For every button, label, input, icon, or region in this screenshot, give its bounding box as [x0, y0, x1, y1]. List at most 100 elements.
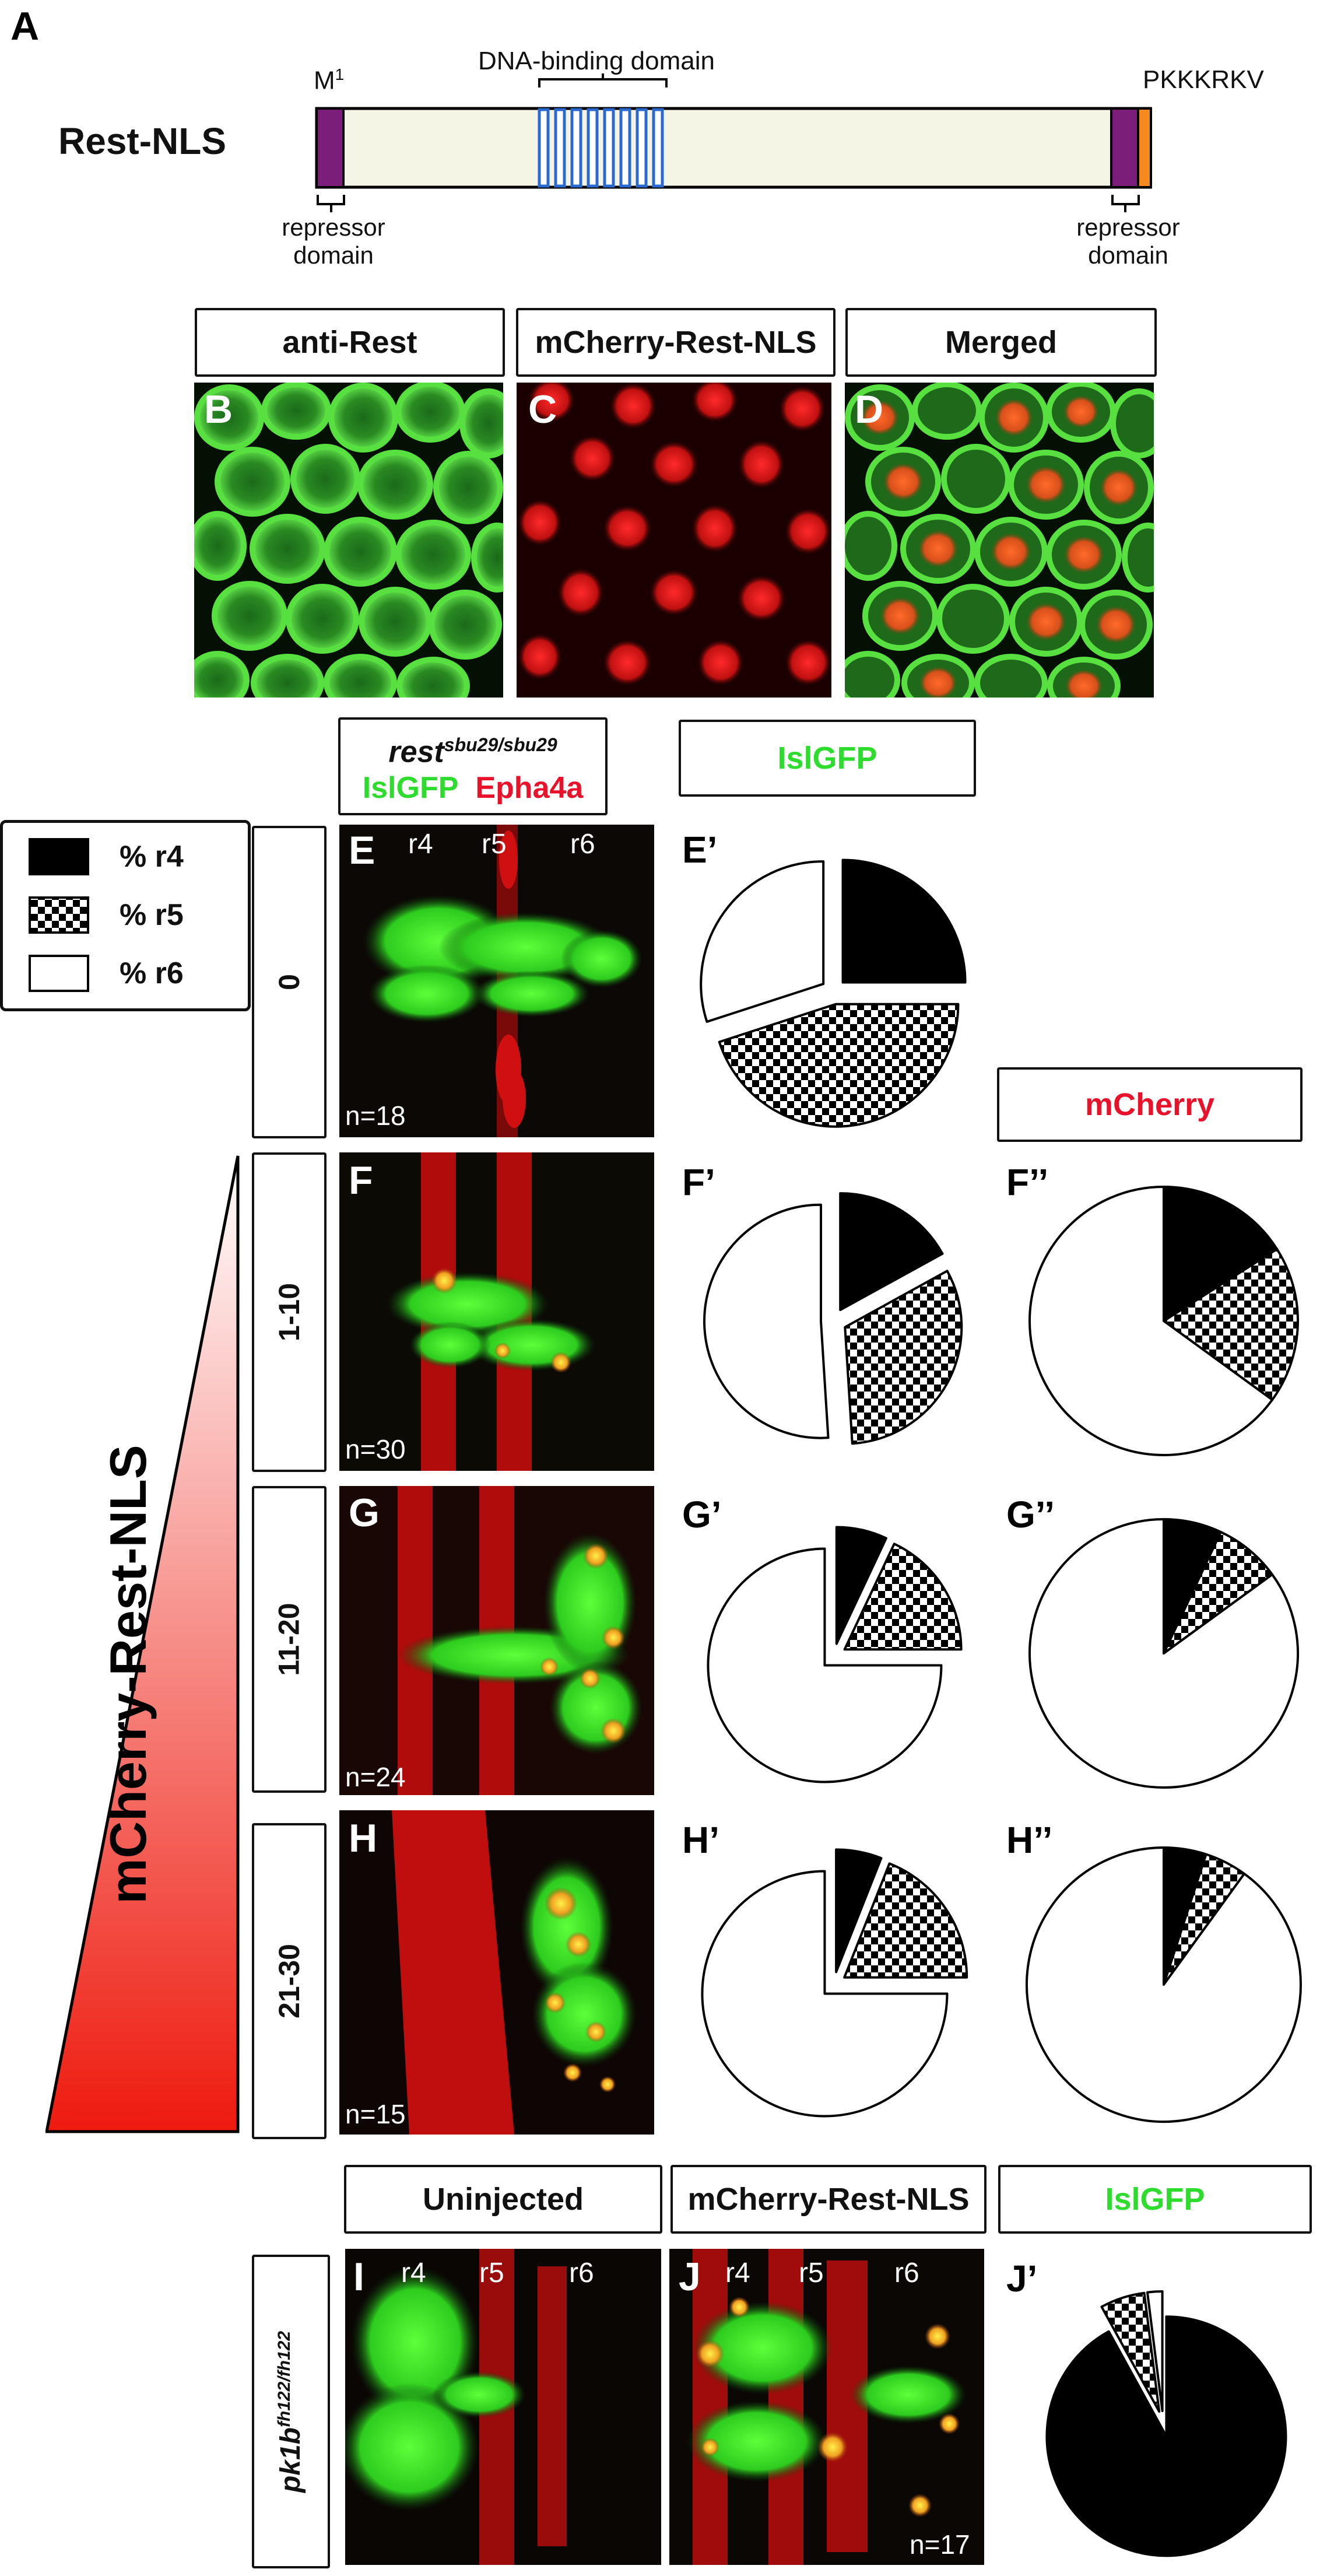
dose-box-1-10: 1-10 — [252, 1152, 327, 1472]
pie-slice-r5 — [1163, 1530, 1274, 1655]
hindbrain-image-i — [345, 2249, 661, 2565]
pie-slice-r6 — [1146, 2290, 1164, 2413]
header-anti-rest: anti-Rest — [195, 308, 505, 377]
header-merged: Merged — [845, 308, 1157, 377]
pie-slice-r6 — [700, 860, 825, 1023]
pie-label-h-prime: H’ — [682, 1819, 719, 1861]
pie-label-e-prime: E’ — [682, 829, 718, 871]
pie-slice-r6 — [1028, 1186, 1274, 1456]
lane-label-j-r6: r6 — [894, 2258, 919, 2288]
n-count-e: n=18 — [345, 1101, 406, 1131]
pie-chart-g-double-prime — [1028, 1518, 1299, 1789]
hindbrain-image-j — [669, 2249, 984, 2565]
legend-swatch-r4 — [29, 838, 89, 875]
nls-sequence-label: PKKKRKV — [1143, 65, 1264, 94]
pie-slice-r6 — [703, 1203, 830, 1439]
pie-slice-r5 — [718, 1003, 960, 1128]
panel-letter-d: D — [855, 387, 884, 432]
micrograph-i — [345, 2249, 661, 2565]
pie-chart-j-prime — [1045, 2290, 1287, 2557]
legend-label-r4: % r4 — [120, 840, 184, 874]
panel-letter-a: A — [10, 4, 40, 48]
pie-slice-r4 — [1163, 1186, 1279, 1322]
hindbrain-image-e — [339, 825, 654, 1137]
lane-label-r4: r4 — [408, 829, 433, 860]
pie-label-g-double-prime: G’’ — [1006, 1494, 1055, 1536]
nuclei-red-image — [517, 383, 831, 698]
pie-slice-r5 — [843, 1862, 968, 1979]
panel-letter-j: J — [679, 2255, 701, 2299]
pie-slice-r6 — [707, 1547, 943, 1783]
panel-letter-f: F — [349, 1158, 373, 1203]
dose-box-21-30: 21-30 — [252, 1823, 327, 2139]
n-count-j: n=17 — [910, 2529, 970, 2560]
epha4a-channel-label: Epha4a — [475, 771, 584, 805]
legend-swatch-r5 — [29, 896, 89, 934]
pie-slice-r5 — [1100, 2291, 1161, 2413]
legend: % r4 % r5 % r6 — [0, 820, 251, 1011]
panel-letter-c: C — [528, 387, 557, 432]
pie-slice-r4 — [835, 1848, 883, 1974]
dose-gradient-triangle — [45, 1155, 240, 2133]
lane-label-i-r4: r4 — [401, 2258, 426, 2288]
pie-chart-f-double-prime — [1028, 1186, 1299, 1456]
panel-letter-g: G — [349, 1491, 380, 1535]
header-mcherry: mCherry — [997, 1067, 1303, 1142]
micrograph-mcherry — [517, 383, 831, 698]
n-count-g: n=24 — [345, 1762, 406, 1792]
legend-swatches — [29, 838, 89, 992]
pie-chart-h-prime — [701, 1848, 968, 2118]
gradient-label: mCherry-Rest-NLS — [99, 1445, 157, 1904]
construct-label: Rest-NLS — [58, 120, 227, 162]
header-mcherry-rest-nls-bottom: mCherry-Rest-NLS — [670, 2165, 987, 2234]
merged-cells-image — [845, 383, 1154, 698]
rest-nls-schematic — [315, 73, 1152, 212]
micrograph-h — [339, 1810, 654, 2135]
genotype-rest-label: restsbu29/sbu29 — [388, 734, 557, 769]
lane-label-i-r6: r6 — [569, 2258, 594, 2288]
legend-swatch-r6 — [29, 955, 89, 992]
header-islgfp-bottom: IslGFP — [998, 2165, 1312, 2234]
pie-slice-r5 — [843, 1543, 963, 1651]
legend-label-r6: % r6 — [120, 956, 184, 990]
pie-chart-f-prime — [703, 1192, 963, 1445]
pie-chart-h-double-prime — [1026, 1846, 1302, 2123]
micrograph-e — [339, 825, 654, 1137]
micrograph-j — [669, 2249, 984, 2565]
panel-letter-b: B — [204, 387, 233, 432]
header-uninjected: Uninjected — [344, 2165, 662, 2234]
header-mcherry-rest-nls: mCherry-Rest-NLS — [516, 308, 835, 377]
pie-slice-r4 — [839, 1192, 944, 1312]
lane-label-r5: r5 — [482, 829, 507, 860]
dna-binding-label: DNA-binding domain — [478, 47, 715, 75]
panel-letter-h: H — [349, 1816, 378, 1860]
repressor-domain-label-left: repressor domain — [282, 213, 385, 269]
islgfp-channel-label: IslGFP — [362, 771, 459, 805]
pie-slice-r5 — [844, 1270, 963, 1445]
micrograph-anti-rest — [194, 383, 503, 698]
pie-slice-r6 — [701, 1870, 949, 2118]
genotype-box-pk1b: pk1bfh122/fh122 — [252, 2255, 330, 2568]
header-islgfp: IslGFP — [679, 720, 976, 797]
lane-label-j-r5: r5 — [799, 2258, 824, 2288]
panel-letter-e: E — [349, 828, 375, 872]
pie-slice-r4 — [841, 858, 967, 984]
pie-label-h-double-prime: H’’ — [1006, 1819, 1053, 1861]
pie-label-f-double-prime: F’’ — [1006, 1161, 1049, 1203]
pie-slice-r6 — [1028, 1518, 1299, 1789]
dose-box-0: 0 — [252, 826, 327, 1138]
pie-label-g-prime: G’ — [682, 1494, 722, 1536]
lane-label-j-r4: r4 — [725, 2258, 750, 2288]
hindbrain-image-g — [339, 1486, 654, 1795]
repressor-domain-label-right: repressor domain — [1076, 213, 1180, 269]
legend-label-r5: % r5 — [120, 898, 184, 932]
micrograph-f — [339, 1152, 654, 1471]
micrograph-g — [339, 1486, 654, 1795]
m1-label: M1 — [314, 65, 345, 95]
pie-slice-r4 — [835, 1526, 887, 1645]
pie-slice-r5 — [1163, 1247, 1299, 1401]
pie-chart-g-prime — [707, 1526, 963, 1783]
lane-label-i-r5: r5 — [479, 2258, 504, 2288]
header-genotype-rest: restsbu29/sbu29 IslGFP Epha4a — [338, 717, 608, 815]
dose-box-11-20: 11-20 — [252, 1486, 327, 1793]
